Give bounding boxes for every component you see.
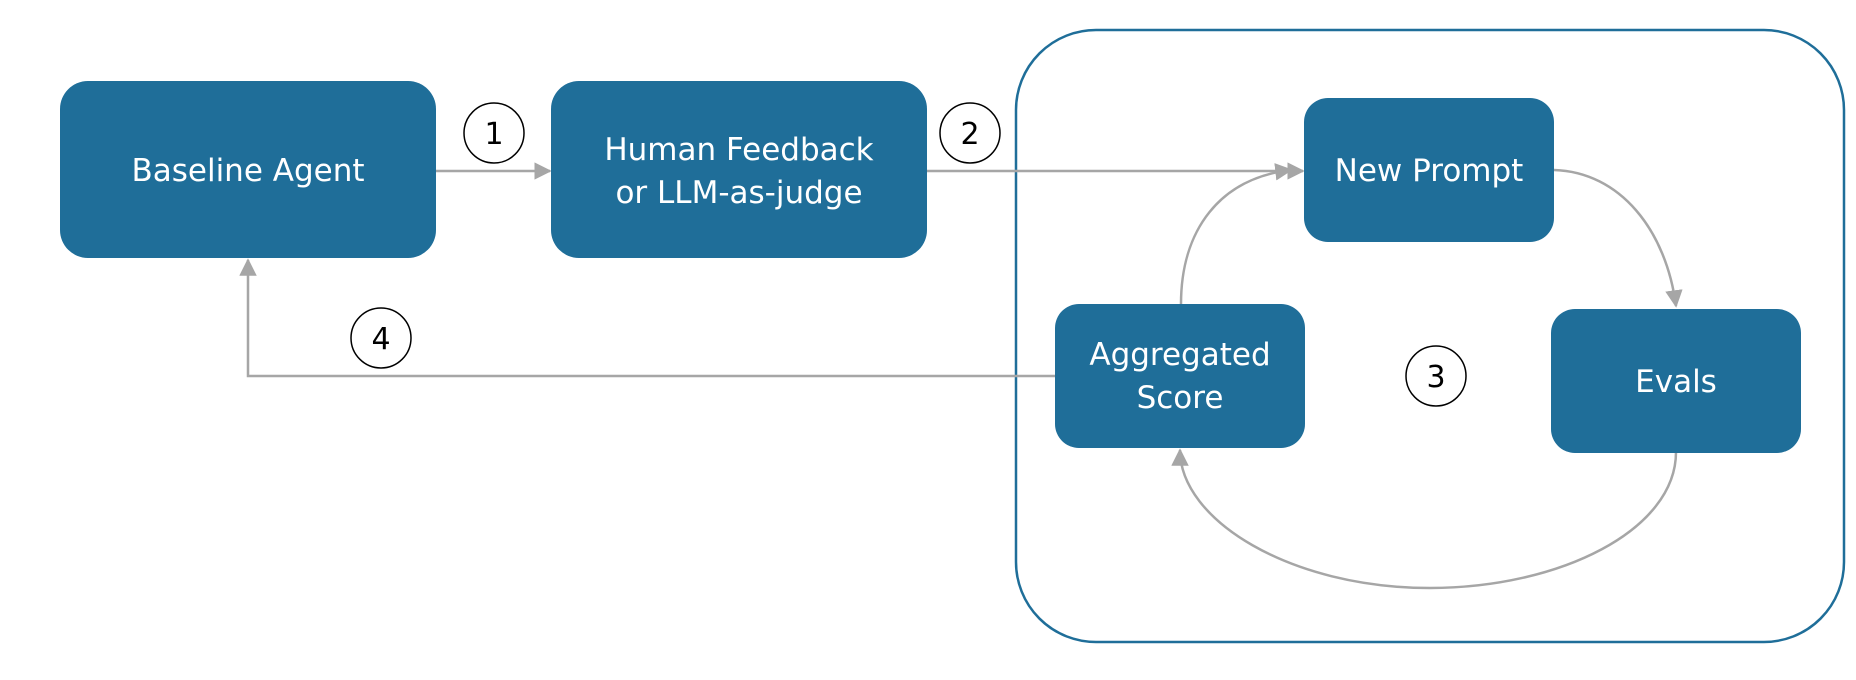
aggregated-score-label-line2: Score: [1137, 380, 1224, 416]
step-4-number: 4: [371, 322, 390, 357]
node-evals: Evals: [1551, 309, 1801, 453]
step-3-number: 3: [1426, 360, 1445, 395]
step-4-badge: 4: [350, 307, 412, 369]
feedback-label-line1: Human Feedback: [604, 132, 873, 168]
aggregated-score-label-line1: Aggregated: [1089, 337, 1270, 373]
node-aggregated-score: Aggregated Score: [1055, 304, 1305, 448]
step-3-badge: 3: [1405, 345, 1467, 407]
evals-label: Evals: [1635, 364, 1717, 400]
step-1-number: 1: [484, 117, 503, 152]
feedback-label-line2: or LLM-as-judge: [615, 175, 862, 211]
step-2-badge: 2: [939, 102, 1001, 164]
edge-aggregated-score-to-baseline: [239, 258, 1055, 378]
new-prompt-label: New Prompt: [1335, 153, 1524, 189]
node-new-prompt: New Prompt: [1304, 98, 1554, 242]
edge-evals-to-aggregated-score: [1171, 448, 1678, 590]
step-2-number: 2: [960, 117, 979, 152]
edge-aggregated-score-to-new-prompt: [1179, 163, 1293, 305]
optimization-loop-container: [1014, 28, 1846, 644]
node-feedback: Human Feedback or LLM-as-judge: [551, 81, 927, 258]
edge-new-prompt-to-evals: [1553, 168, 1683, 308]
step-1-badge: 1: [463, 102, 525, 164]
baseline-agent-label: Baseline Agent: [131, 153, 364, 189]
node-baseline-agent: Baseline Agent: [60, 81, 436, 258]
